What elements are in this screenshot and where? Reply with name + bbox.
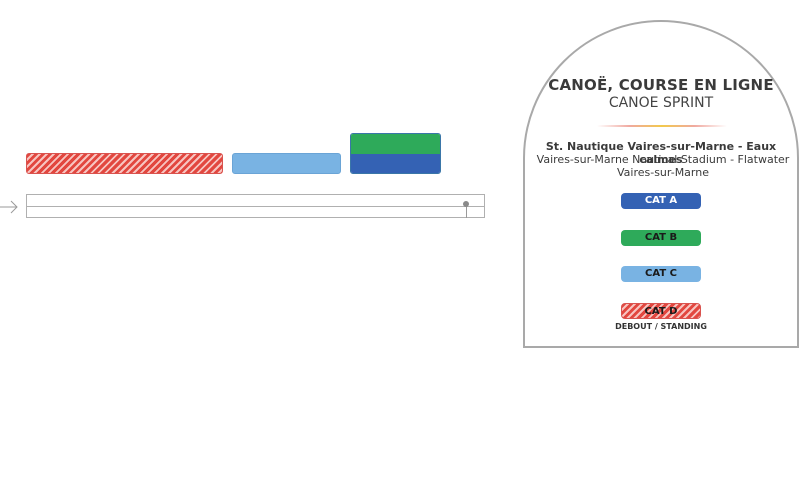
standing-label: DEBOUT / STANDING: [615, 322, 707, 331]
section-cat-b[interactable]: [351, 134, 440, 154]
legend-title: CANOË, COURSE EN LIGNE: [548, 76, 774, 94]
section-cat-c[interactable]: [232, 153, 341, 174]
legend-divider: [597, 125, 727, 127]
legend-badge-cat-c[interactable]: CAT C: [621, 266, 701, 282]
legend-badge-cat-d[interactable]: CAT D: [621, 303, 701, 319]
section-cat-a[interactable]: [351, 153, 440, 173]
legend-badge-cat-b[interactable]: CAT B: [621, 230, 701, 246]
legend-badge-cat-a[interactable]: CAT A: [621, 193, 701, 209]
legend-subtitle: CANOE SPRINT: [608, 95, 714, 111]
venue-name-fr: St. Nautique Vaires-sur-Marne - Eaux cal…: [545, 140, 777, 166]
arrow-right-icon: [0, 200, 18, 214]
venue-name-en: Vaires-sur-Marne Nautical Stadium - Flat…: [536, 153, 790, 179]
lane-line: [27, 206, 484, 207]
section-cat-a-b-group: [350, 133, 441, 174]
race-course: [26, 194, 485, 218]
section-cat-d-standing[interactable]: [26, 153, 223, 174]
finish-line: [466, 204, 467, 218]
legend-panel: CANOË, COURSE EN LIGNE CANOE SPRINT St. …: [523, 20, 799, 348]
finish-marker-icon: [463, 201, 469, 207]
